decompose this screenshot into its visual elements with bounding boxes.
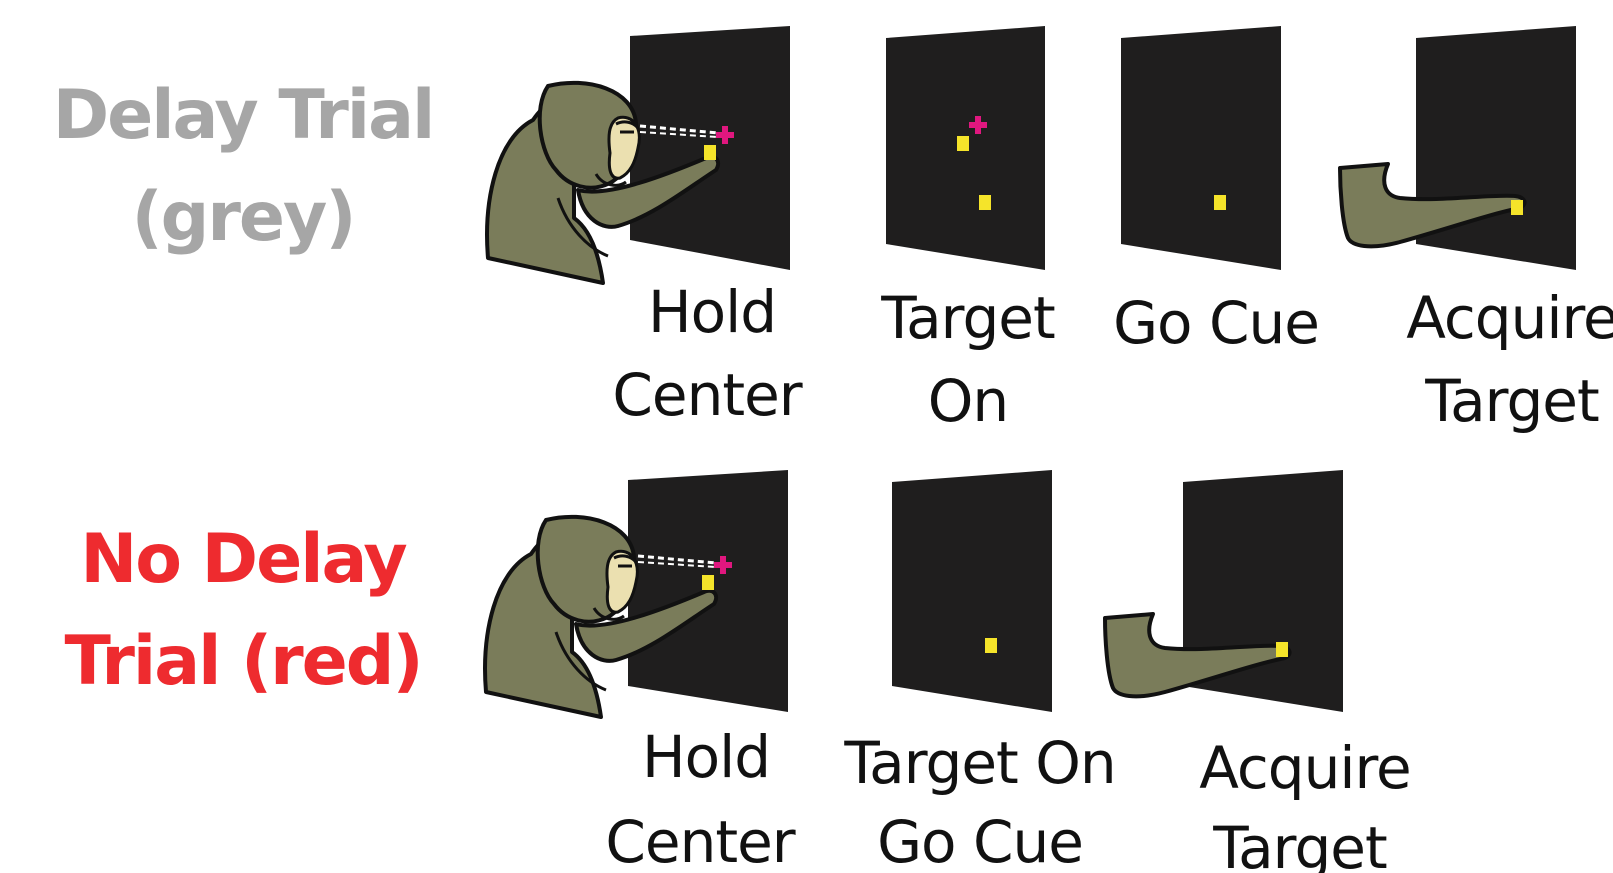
delay-step-acquire-target: Acquire Target [1338, 26, 1613, 435]
caption-line1: Acquire [1199, 734, 1411, 802]
caption-line1: Target [880, 284, 1055, 352]
target-square-icon [979, 195, 991, 210]
target-square-icon [1511, 200, 1523, 215]
no-delay-step-hold-center: Hold Center [483, 470, 797, 873]
no-delay-step-acquire-target: Acquire Target [1103, 470, 1412, 873]
delay-trial-label: Delay Trial (grey) [53, 76, 436, 257]
caption-line2: Center [605, 808, 795, 873]
caption-line1: Acquire [1406, 284, 1613, 352]
screen [1121, 26, 1281, 270]
screen [1416, 26, 1576, 270]
no-delay-step-target-on-go-cue: Target On Go Cue [843, 470, 1117, 873]
no-delay-label-line2: Trial (red) [64, 622, 421, 701]
delay-label-line2: (grey) [132, 178, 355, 257]
caption-line2: On [928, 367, 1008, 435]
no-delay-trial-row: Hold Center Target On Go Cue Acquire Tar… [483, 470, 1412, 873]
delay-label-line1: Delay Trial [53, 76, 434, 155]
delay-step-target-on: Target On [880, 26, 1056, 435]
caption-line1: Go Cue [1113, 289, 1319, 357]
fixation-cross-icon [714, 556, 732, 574]
caption-line2: Target [1424, 367, 1599, 435]
caption-line2: Go Cue [877, 808, 1083, 873]
target-square-icon [704, 145, 716, 160]
target-square-icon [1214, 195, 1226, 210]
target-square-icon [957, 136, 969, 151]
delay-trial-row: Hold Center Target On Go Cue Acquire Tar… [485, 26, 1613, 435]
caption-line2: Target [1212, 814, 1387, 873]
caption-line1: Hold [642, 723, 770, 791]
screen [892, 470, 1052, 712]
delay-step-go-cue: Go Cue [1113, 26, 1320, 357]
target-square-icon [702, 575, 714, 590]
caption-line2: Center [612, 361, 802, 429]
target-square-icon [985, 638, 997, 653]
fixation-cross-icon [969, 116, 987, 134]
caption-line1: Target On [843, 729, 1115, 797]
fixation-cross-icon [716, 126, 734, 144]
delay-step-hold-center: Hold Center [485, 26, 804, 429]
caption-line1: Hold [648, 278, 776, 346]
target-square-icon [1276, 642, 1288, 657]
no-delay-trial-label: No Delay Trial (red) [64, 520, 423, 701]
no-delay-label-line1: No Delay [80, 520, 407, 599]
